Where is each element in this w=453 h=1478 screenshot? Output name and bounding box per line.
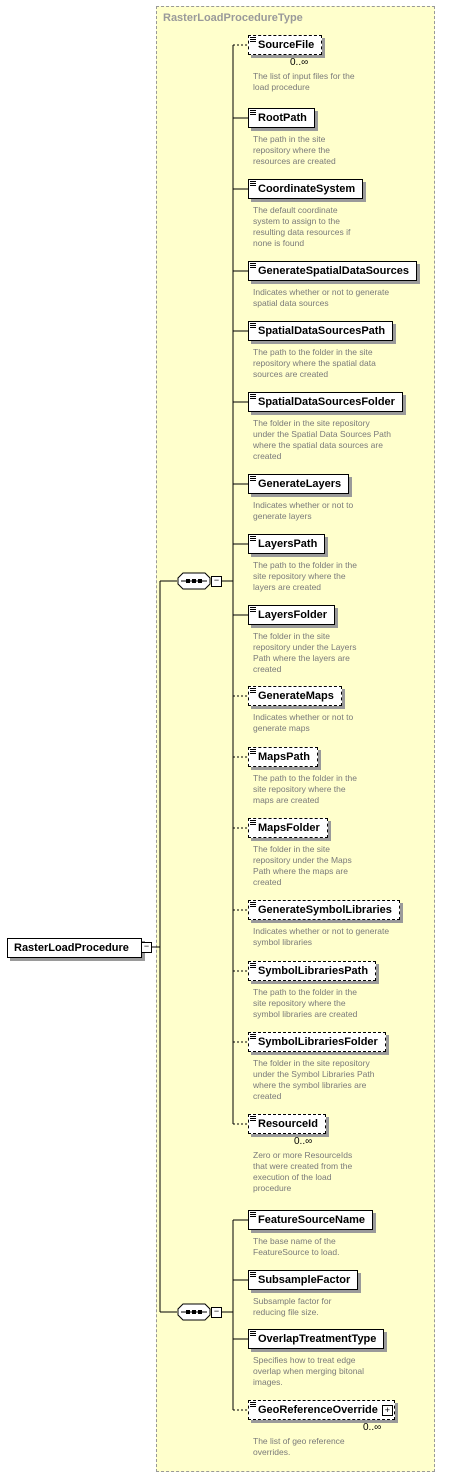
element-lines-icon (250, 394, 256, 399)
element-box-spatialdatasourcesfolder[interactable]: SpatialDataSourcesFolder (248, 392, 403, 412)
root-element-box[interactable]: RasterLoadProcedure (7, 938, 142, 958)
element-box-mapspath[interactable]: MapsPath (248, 747, 318, 767)
element-lines-icon (250, 1272, 256, 1277)
element-name-label: GenerateSymbolLibraries (258, 904, 392, 916)
element-box-overlaptreatmenttype[interactable]: OverlapTreatmentType (248, 1329, 385, 1349)
element-lines-icon (250, 37, 256, 42)
element-description: The path in the site repository where th… (253, 134, 336, 166)
element-lines-icon (250, 1116, 256, 1121)
element-description: Subsample factor for reducing file size. (253, 1296, 332, 1317)
element-name-label: SpatialDataSourcesPath (258, 325, 386, 337)
element-description: The folder in the site repository under … (253, 418, 391, 461)
element-lines-icon (250, 476, 256, 481)
element-box-resourceid[interactable]: ResourceId (248, 1114, 326, 1134)
element-box-symbollibrariespath[interactable]: SymbolLibrariesPath (248, 961, 377, 981)
element-description: Indicates whether or not to generate lay… (253, 500, 354, 521)
expand-plus-icon[interactable]: + (381, 1405, 393, 1416)
sequence1-collapse-minus-icon[interactable]: − (211, 576, 222, 587)
element-box-sourcefile[interactable]: SourceFile (248, 35, 323, 55)
element-lines-icon (250, 1034, 256, 1039)
element-lines-icon (250, 902, 256, 907)
element-box-georeferenceoverride[interactable]: GeoReferenceOverride+ (248, 1400, 395, 1420)
element-description: The list of geo reference overrides. (253, 1436, 345, 1457)
element-name-label: SymbolLibrariesFolder (258, 1036, 378, 1048)
sequence-compositor-icon[interactable] (177, 1303, 211, 1321)
element-description: The path to the folder in the site repos… (253, 987, 358, 1019)
element-box-subsamplefactor[interactable]: SubsampleFactor (248, 1270, 359, 1290)
element-name-label: FeatureSourceName (258, 1214, 365, 1226)
element-description: Indicates whether or not to generate sym… (253, 926, 390, 947)
element-name-label: CoordinateSystem (258, 183, 356, 195)
element-lines-icon (250, 110, 256, 115)
element-lines-icon (250, 536, 256, 541)
element-description: Indicates whether or not to generate map… (253, 712, 354, 733)
element-name-label: OverlapTreatmentType (258, 1333, 377, 1345)
element-lines-icon (250, 1402, 256, 1407)
element-name-label: GeoReferenceOverride (258, 1404, 378, 1416)
element-lines-icon (250, 607, 256, 612)
element-box-generatesymbollibraries[interactable]: GenerateSymbolLibraries (248, 900, 400, 920)
cardinality-label: 0..∞ (294, 1136, 313, 1147)
sequence2-collapse-minus-icon[interactable]: − (211, 1307, 222, 1318)
element-lines-icon (250, 1212, 256, 1217)
element-description: Indicates whether or not to generate spa… (253, 287, 390, 308)
element-box-generatemaps[interactable]: GenerateMaps (248, 686, 342, 706)
element-name-label: GenerateMaps (258, 690, 334, 702)
element-description: The path to the folder in the site repos… (253, 347, 376, 379)
element-description: The path to the folder in the site repos… (253, 773, 357, 805)
element-lines-icon (250, 181, 256, 186)
element-box-generatelayers[interactable]: GenerateLayers (248, 474, 350, 494)
element-description: The folder in the site repository under … (253, 631, 357, 674)
cardinality-label: 0..∞ (290, 57, 309, 68)
cardinality-label: 0..∞ (363, 1422, 382, 1433)
element-description: The list of input files for the load pro… (253, 71, 355, 92)
element-name-label: SubsampleFactor (258, 1274, 351, 1286)
element-name-label: GenerateSpatialDataSources (258, 265, 410, 277)
element-description: The base name of the FeatureSource to lo… (253, 1236, 340, 1257)
element-box-layersfolder[interactable]: LayersFolder (248, 605, 336, 625)
complex-type-title: RasterLoadProcedureType (163, 12, 303, 24)
element-name-label: RootPath (258, 112, 307, 124)
element-box-rootpath[interactable]: RootPath (248, 108, 315, 128)
element-description: Specifies how to treat edge overlap when… (253, 1355, 365, 1387)
root-element-label: RasterLoadProcedure (14, 942, 129, 954)
element-name-label: SymbolLibrariesPath (258, 965, 369, 977)
element-name-label: MapsPath (258, 751, 310, 763)
element-lines-icon (250, 263, 256, 268)
element-description: The folder in the site repository under … (253, 844, 352, 887)
root-collapse-minus-icon[interactable]: − (141, 942, 152, 953)
element-description: The path to the folder in the site repos… (253, 560, 357, 592)
element-name-label: LayersPath (258, 538, 318, 550)
element-box-generatespatialdatasources[interactable]: GenerateSpatialDataSources (248, 261, 418, 281)
element-box-mapsfolder[interactable]: MapsFolder (248, 818, 328, 838)
element-name-label: MapsFolder (258, 822, 320, 834)
element-lines-icon (250, 820, 256, 825)
element-name-label: LayersFolder (258, 609, 328, 621)
element-box-featuresourcename[interactable]: FeatureSourceName (248, 1210, 373, 1230)
element-name-label: SpatialDataSourcesFolder (258, 396, 395, 408)
element-lines-icon (250, 749, 256, 754)
element-box-symbollibrariesfolder[interactable]: SymbolLibrariesFolder (248, 1032, 386, 1052)
element-box-coordinatesystem[interactable]: CoordinateSystem (248, 179, 364, 199)
element-lines-icon (250, 963, 256, 968)
element-box-layerspath[interactable]: LayersPath (248, 534, 326, 554)
element-name-label: GenerateLayers (258, 478, 342, 490)
element-lines-icon (250, 1331, 256, 1336)
element-lines-icon (250, 688, 256, 693)
sequence-compositor-icon[interactable] (177, 572, 211, 590)
element-name-label: ResourceId (258, 1118, 318, 1130)
element-box-spatialdatasourcespath[interactable]: SpatialDataSourcesPath (248, 321, 394, 341)
element-name-label: SourceFile (258, 39, 315, 51)
element-description: The folder in the site repository under … (253, 1058, 375, 1101)
element-lines-icon (250, 323, 256, 328)
element-description: Zero or more ResourceIds that were creat… (253, 1150, 353, 1193)
element-description: The default coordinate system to assign … (253, 205, 351, 248)
